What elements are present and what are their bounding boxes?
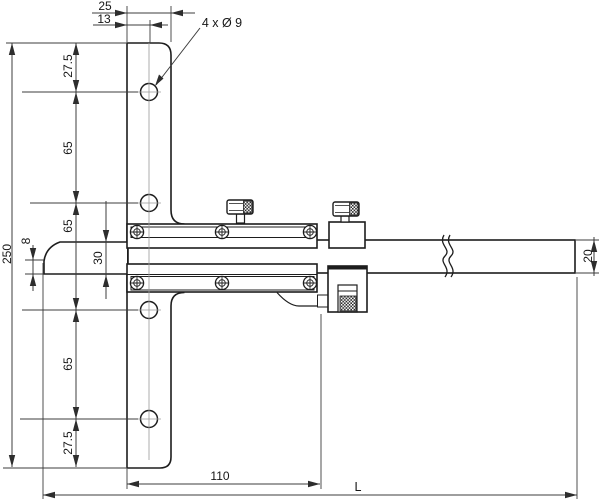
dim-hole-offset: 13 [97, 12, 111, 26]
clamp-screw-left [226, 199, 254, 224]
fine-adjust-block [276, 265, 368, 313]
foot-outline [43, 241, 127, 275]
dim-overall-height: 250 [0, 244, 14, 264]
label-holes: 4 x Ø 9 [202, 16, 242, 30]
screw-icon [302, 275, 318, 291]
screw-icon [129, 275, 145, 291]
reference-foot [43, 241, 127, 275]
extension-lines [3, 6, 599, 499]
screw-stem [340, 215, 350, 223]
dimension-arrows [8, 9, 598, 499]
screw-icon [214, 224, 230, 240]
dim-foot-height: 30 [91, 251, 105, 265]
screw-stem [235, 213, 246, 224]
bracket-curve [276, 292, 318, 307]
screw-icon [302, 224, 318, 240]
dim-base-length: 110 [210, 469, 229, 483]
dim-beam-height: 20 [581, 249, 595, 263]
link-neck [317, 294, 329, 308]
knurl-texture [243, 200, 253, 214]
lower-rail [126, 263, 318, 293]
beam-break-symbol [441, 234, 454, 278]
dim-foot-face: 8 [19, 237, 33, 244]
upper-rail [126, 223, 318, 249]
knurl-texture [349, 202, 359, 216]
screw-icon [214, 275, 230, 291]
slider-block [328, 201, 366, 249]
dim-hole1-hole2: 65 [61, 141, 75, 155]
knob-shading [229, 203, 243, 211]
dimension-lines [11, 12, 595, 496]
dim-beam-length: L [355, 480, 362, 494]
dim-hole4-bottom: 27.5 [61, 431, 75, 455]
dim-top-to-hole1: 27.5 [61, 54, 75, 78]
hole-centerline-ticks [138, 91, 161, 420]
adjust-wheel-knurl [339, 295, 357, 312]
dim-hole2-hole3: 65 [61, 219, 75, 233]
dim-hole3-hole4: 65 [61, 357, 75, 371]
dim-plate-width: 25 [98, 0, 112, 13]
knob-shading [335, 205, 349, 213]
slider-block-body [328, 221, 366, 249]
screw-icon [129, 224, 145, 240]
